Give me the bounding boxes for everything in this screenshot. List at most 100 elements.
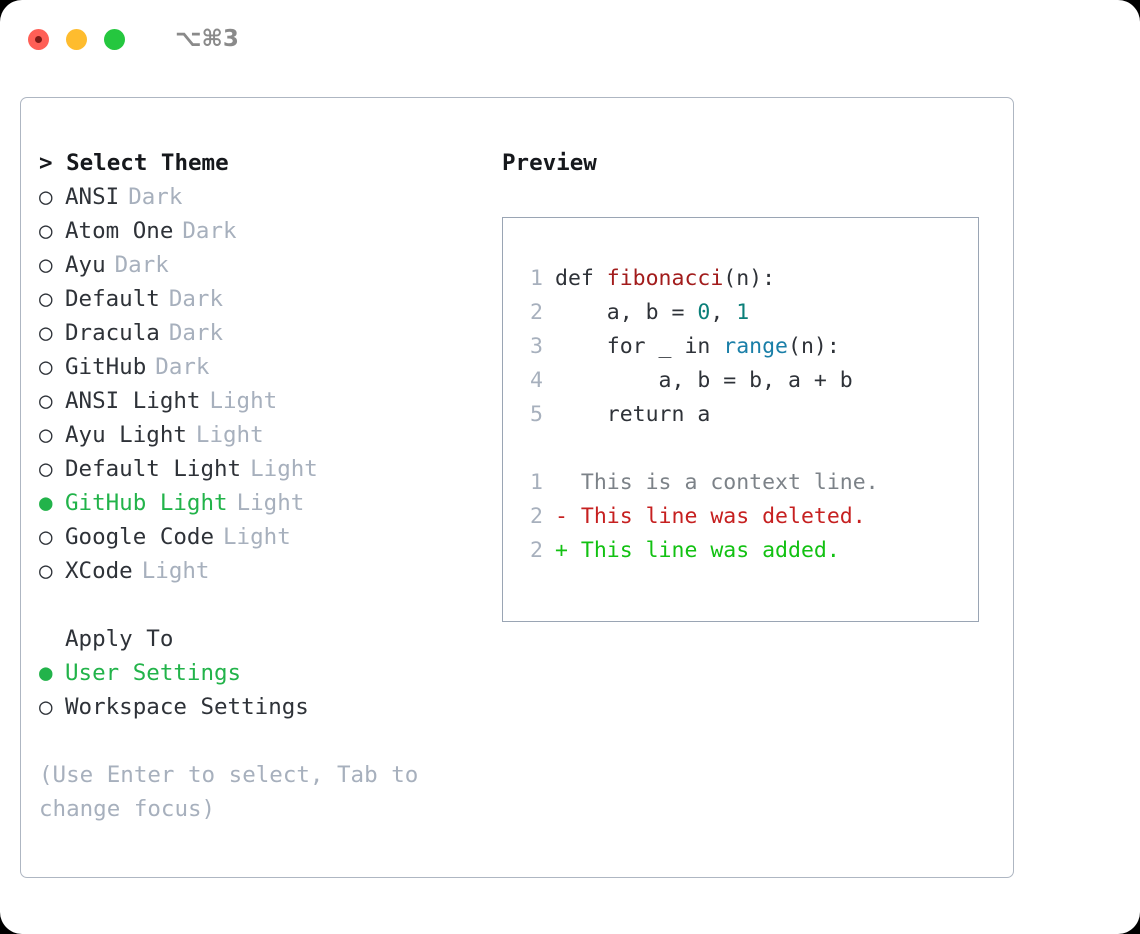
theme-variant-label: Light [223, 524, 291, 550]
line-number: 1 [530, 470, 543, 495]
diff-line-text: This line was added. [580, 538, 840, 563]
theme-variant-label: Light [141, 558, 210, 584]
theme-option[interactable]: ○ Dracula Dark [39, 316, 489, 350]
diff-marker: + [555, 538, 581, 563]
theme-option[interactable]: ○ Default Dark [39, 282, 489, 316]
theme-variant-label: Dark [168, 320, 224, 346]
code-line-content: a, b = 0, 1 [555, 296, 749, 330]
code-token: def [555, 266, 607, 291]
theme-option[interactable]: ○ Google Code Light [39, 520, 489, 554]
theme-variant-label: Light [250, 456, 318, 482]
theme-variant-label: Dark [168, 286, 224, 312]
theme-variant-label: Dark [155, 354, 210, 380]
apply-to-option[interactable]: ●User Settings [39, 656, 489, 690]
code-token: for _ in [555, 334, 724, 359]
theme-option-label: Dracula [65, 320, 160, 346]
apply-to-heading-row: ○ Apply To [39, 622, 489, 656]
apply-to-heading: Apply To [65, 626, 174, 652]
radio-unselected-icon: ○ [39, 252, 53, 278]
theme-option-label: Default [65, 286, 160, 312]
radio-unselected-icon: ○ [39, 694, 53, 720]
radio-unselected-icon: ○ [39, 456, 53, 482]
code-token: (n): [723, 266, 776, 291]
theme-option[interactable]: ○ XCode Light [39, 554, 489, 588]
code-token: a, b = [555, 300, 698, 325]
preview-heading: Preview [502, 150, 597, 176]
close-button[interactable] [28, 28, 49, 50]
code-token: range [723, 334, 789, 359]
theme-option-label: GitHub Light [65, 490, 228, 516]
list-spacer [39, 588, 489, 622]
radio-unselected-icon: ○ [39, 354, 53, 380]
theme-variant-label: Dark [182, 218, 237, 244]
line-number: 2 [530, 504, 543, 529]
theme-variant-label: Light [195, 422, 264, 448]
minimize-button[interactable] [66, 28, 87, 50]
diff-sample: 1 This is a context line.2- This line wa… [517, 466, 978, 568]
theme-variant-label: Dark [114, 252, 169, 278]
code-token: fibonacci [606, 266, 724, 291]
code-line-content: for _ in range(n): [555, 330, 840, 364]
radio-selected-icon: ● [39, 660, 53, 686]
radio-selected-icon: ● [39, 490, 53, 516]
radio-unselected-icon: ○ [39, 184, 53, 210]
diff-marker: - [555, 504, 581, 529]
radio-unselected-icon: ○ [39, 388, 53, 414]
theme-option-label: Ayu [65, 252, 106, 278]
diff-line-text: This line was deleted. [580, 504, 866, 529]
diff-line: 2- This line was deleted. [517, 500, 978, 534]
theme-variant-label: Light [236, 490, 305, 516]
theme-option[interactable]: ● GitHub Light Light [39, 486, 489, 520]
apply-to-option-label: Workspace Settings [65, 694, 309, 720]
code-line: 3 for _ in range(n): [517, 330, 978, 364]
code-token: a, b = b, a + b [555, 368, 853, 393]
code-token: 0 [697, 300, 711, 325]
code-line: 5 return a [517, 398, 978, 432]
diff-line: 1 This is a context line. [517, 466, 978, 500]
code-line-content: a, b = b, a + b [555, 364, 853, 398]
theme-option[interactable]: ○ Default Light Light [39, 452, 489, 486]
line-number: 1 [530, 266, 543, 291]
select-theme-heading: > Select Theme [39, 150, 229, 176]
radio-unselected-icon: ○ [39, 218, 53, 244]
theme-option-label: Google Code [65, 524, 215, 550]
code-line-content: def fibonacci(n): [555, 262, 775, 296]
radio-unselected-icon: ○ [39, 320, 53, 346]
diff-line-text: This is a context line. [580, 470, 879, 495]
code-token: (n): [788, 334, 840, 359]
line-number: 4 [530, 368, 543, 393]
theme-option-label: Atom One [65, 218, 174, 244]
blank-marker: ○ [39, 622, 65, 656]
theme-option[interactable]: ○ Atom One Dark [39, 214, 489, 248]
maximize-button[interactable] [104, 28, 125, 50]
code-token: 1 [736, 300, 750, 325]
code-line: 2 a, b = 0, 1 [517, 296, 978, 330]
theme-variant-label: Light [209, 388, 278, 414]
apply-to-option[interactable]: ○ Workspace Settings [39, 690, 489, 724]
window-controls [28, 28, 125, 50]
diff-line: 2 + This line was added. [517, 534, 978, 568]
code-line-content: return a [555, 398, 711, 432]
radio-unselected-icon: ○ [39, 524, 53, 550]
code-token: return a [555, 402, 711, 427]
theme-option[interactable]: ○ Ayu Dark [39, 248, 489, 282]
theme-option-label: XCode [65, 558, 133, 584]
keyboard-hint: (Use Enter to select, Tab to change focu… [39, 762, 419, 822]
line-number: 5 [530, 402, 543, 427]
line-number: 2 [530, 538, 543, 563]
theme-option-label: Default Light [65, 456, 242, 482]
code-gap [517, 432, 978, 466]
theme-variant-label: Dark [128, 184, 183, 210]
radio-unselected-icon: ○ [39, 286, 53, 312]
radio-unselected-icon: ○ [39, 558, 53, 584]
